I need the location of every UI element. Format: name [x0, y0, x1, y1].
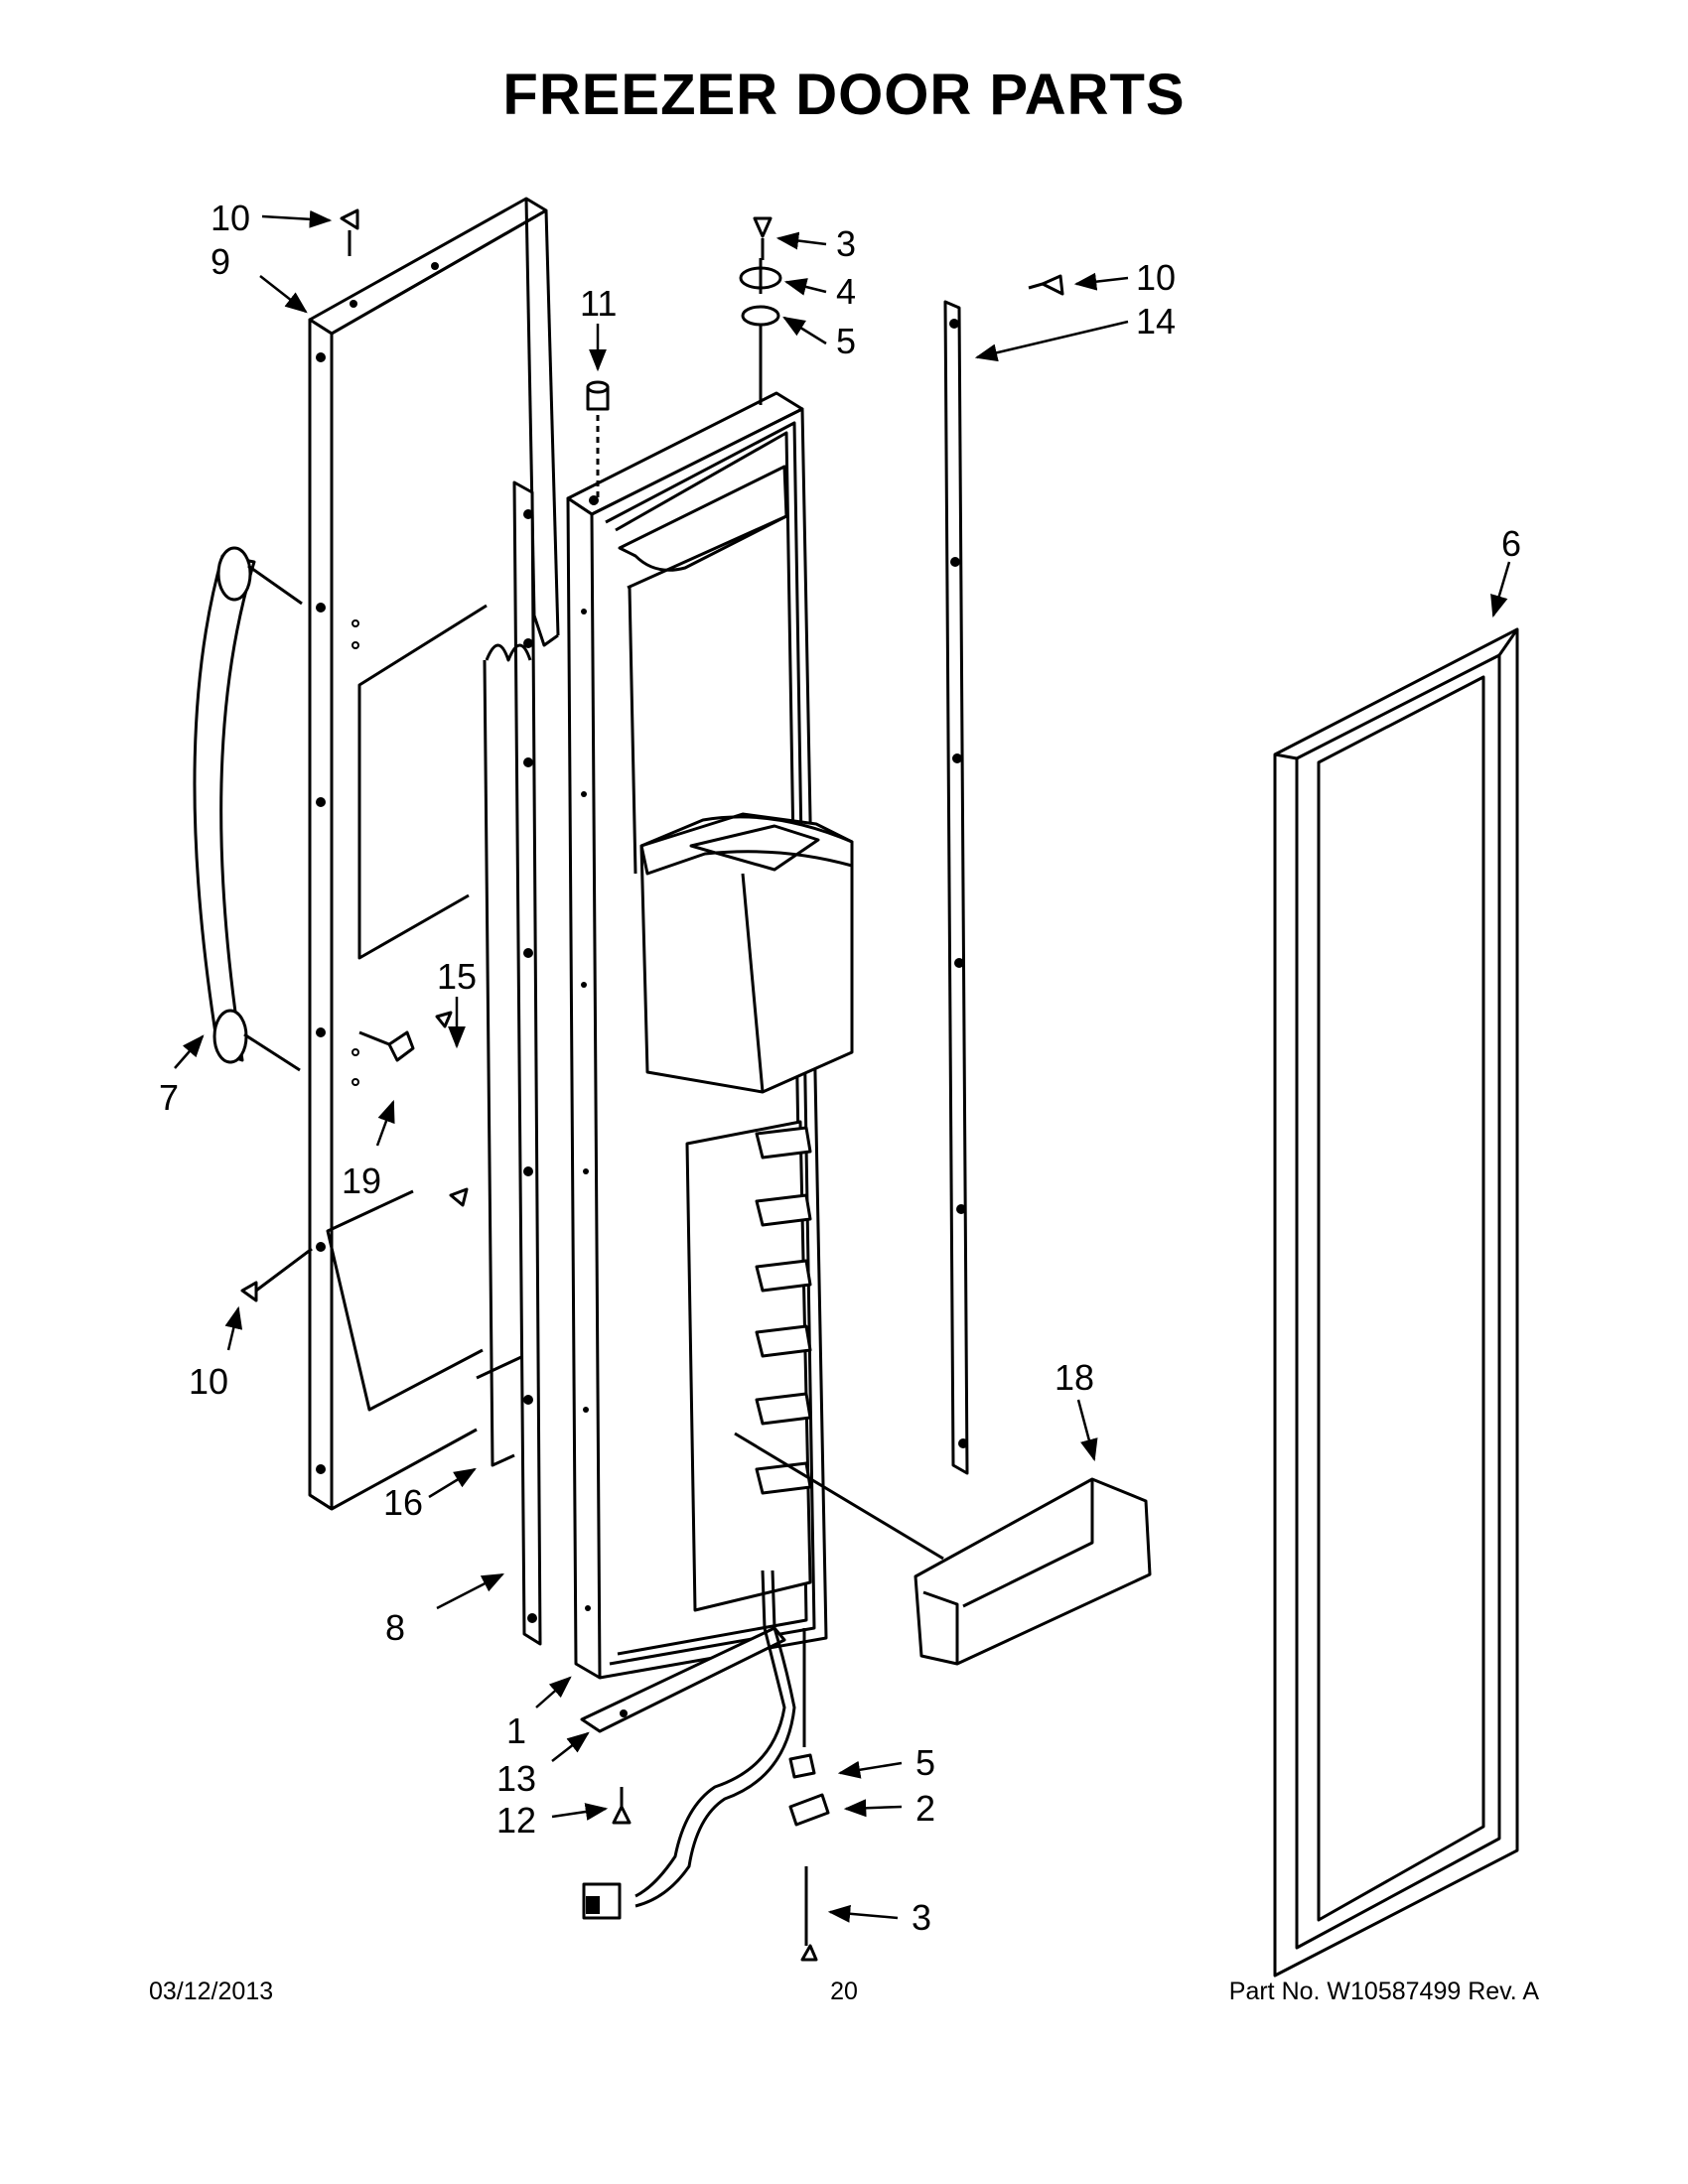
- callout-19: 19: [342, 1160, 381, 1201]
- callout-14: 14: [1136, 301, 1176, 341]
- bottom-bracket: [580, 1626, 786, 1733]
- callout-8: 8: [385, 1607, 405, 1648]
- callout-15: 15: [437, 956, 477, 997]
- callout-9: 9: [211, 241, 230, 282]
- callout-3: 3: [912, 1897, 931, 1938]
- footer-date: 03/12/2013: [149, 1978, 274, 2005]
- top-hinge-hardware: [739, 216, 782, 405]
- wiring-harness: [582, 1570, 796, 1920]
- callout-10: 10: [189, 1361, 228, 1402]
- bushing: [586, 380, 610, 500]
- insulation-sheets: [326, 604, 537, 1412]
- callout-10: 10: [1136, 257, 1176, 298]
- callout-3: 3: [836, 223, 856, 264]
- door-panel-liner: [308, 197, 560, 1511]
- door-bin: [914, 1477, 1152, 1666]
- left-trim-strip: [483, 480, 542, 1646]
- callout-5: 5: [915, 1742, 935, 1783]
- callout-16: 16: [383, 1482, 423, 1523]
- callout-2: 2: [915, 1788, 935, 1829]
- door-gasket: [1273, 627, 1519, 1978]
- right-trim-strip: [943, 300, 969, 1475]
- callout-10: 10: [211, 198, 250, 238]
- door-assembly: [566, 391, 944, 1680]
- footer-page-number: 20: [830, 1978, 858, 2005]
- callout-12: 12: [496, 1800, 536, 1841]
- screws: [240, 208, 1064, 1962]
- footer-part-number: Part No. W10587499 Rev. A: [1228, 1978, 1539, 2005]
- callout-1: 1: [506, 1710, 526, 1751]
- callout-11: 11: [580, 283, 617, 324]
- callout-4: 4: [836, 271, 856, 312]
- callout-13: 13: [496, 1758, 536, 1799]
- callout-18: 18: [1055, 1357, 1094, 1398]
- leader-arrows: [174, 209, 1511, 1923]
- callout-7: 7: [159, 1077, 179, 1118]
- callout-labels: 10 9 3 4 5 10 14 11 6 15 7 19 10 16 18 8…: [159, 198, 1521, 1938]
- callout-6: 6: [1501, 523, 1521, 564]
- callout-5: 5: [836, 321, 856, 361]
- door-handle: [193, 546, 303, 1072]
- page-title: FREEZER DOOR PARTS: [502, 63, 1186, 127]
